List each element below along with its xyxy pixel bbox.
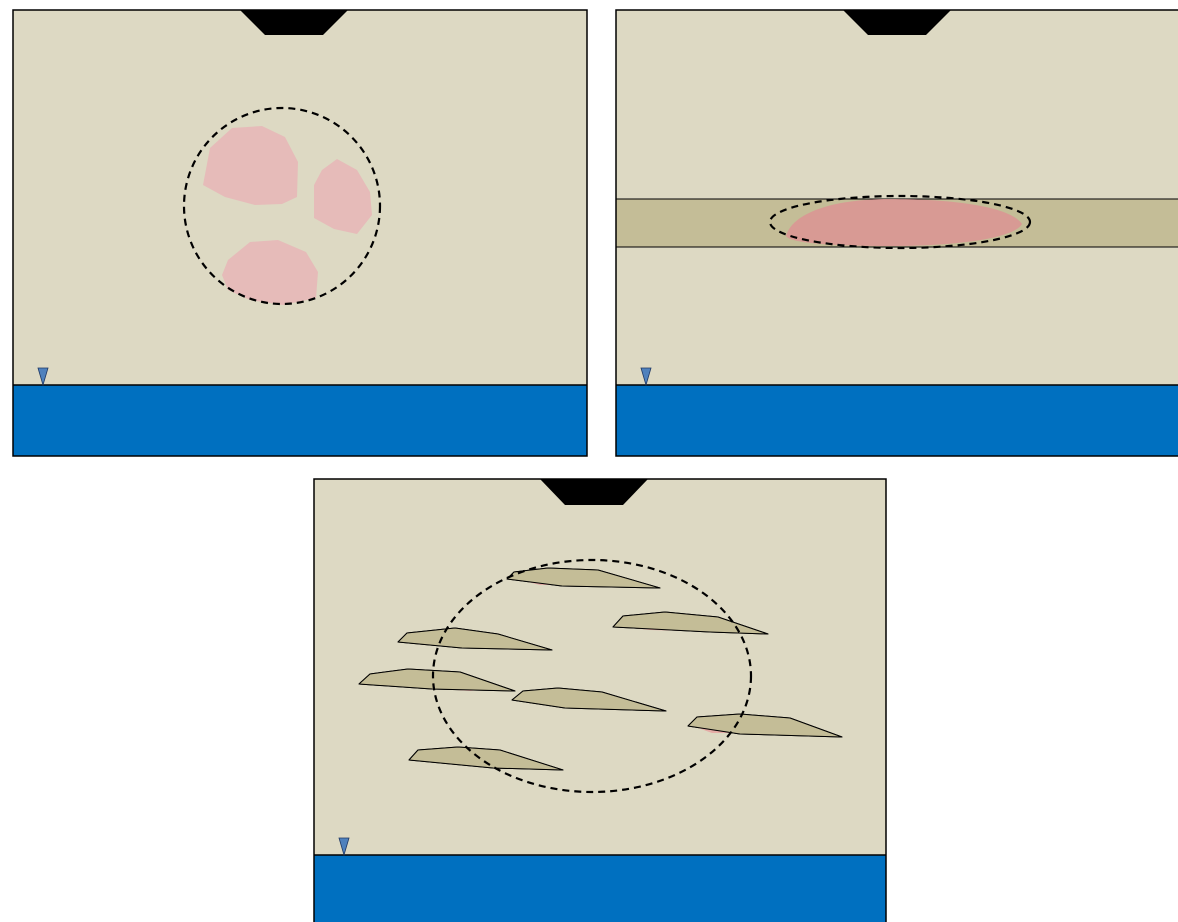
panel-1-groundwater: [13, 385, 587, 456]
panel-1: [13, 10, 587, 456]
panel-2-groundwater: [616, 385, 1178, 456]
panel-3-groundwater: [314, 855, 886, 922]
panel-2: [616, 10, 1178, 456]
panel-3: [314, 479, 886, 922]
